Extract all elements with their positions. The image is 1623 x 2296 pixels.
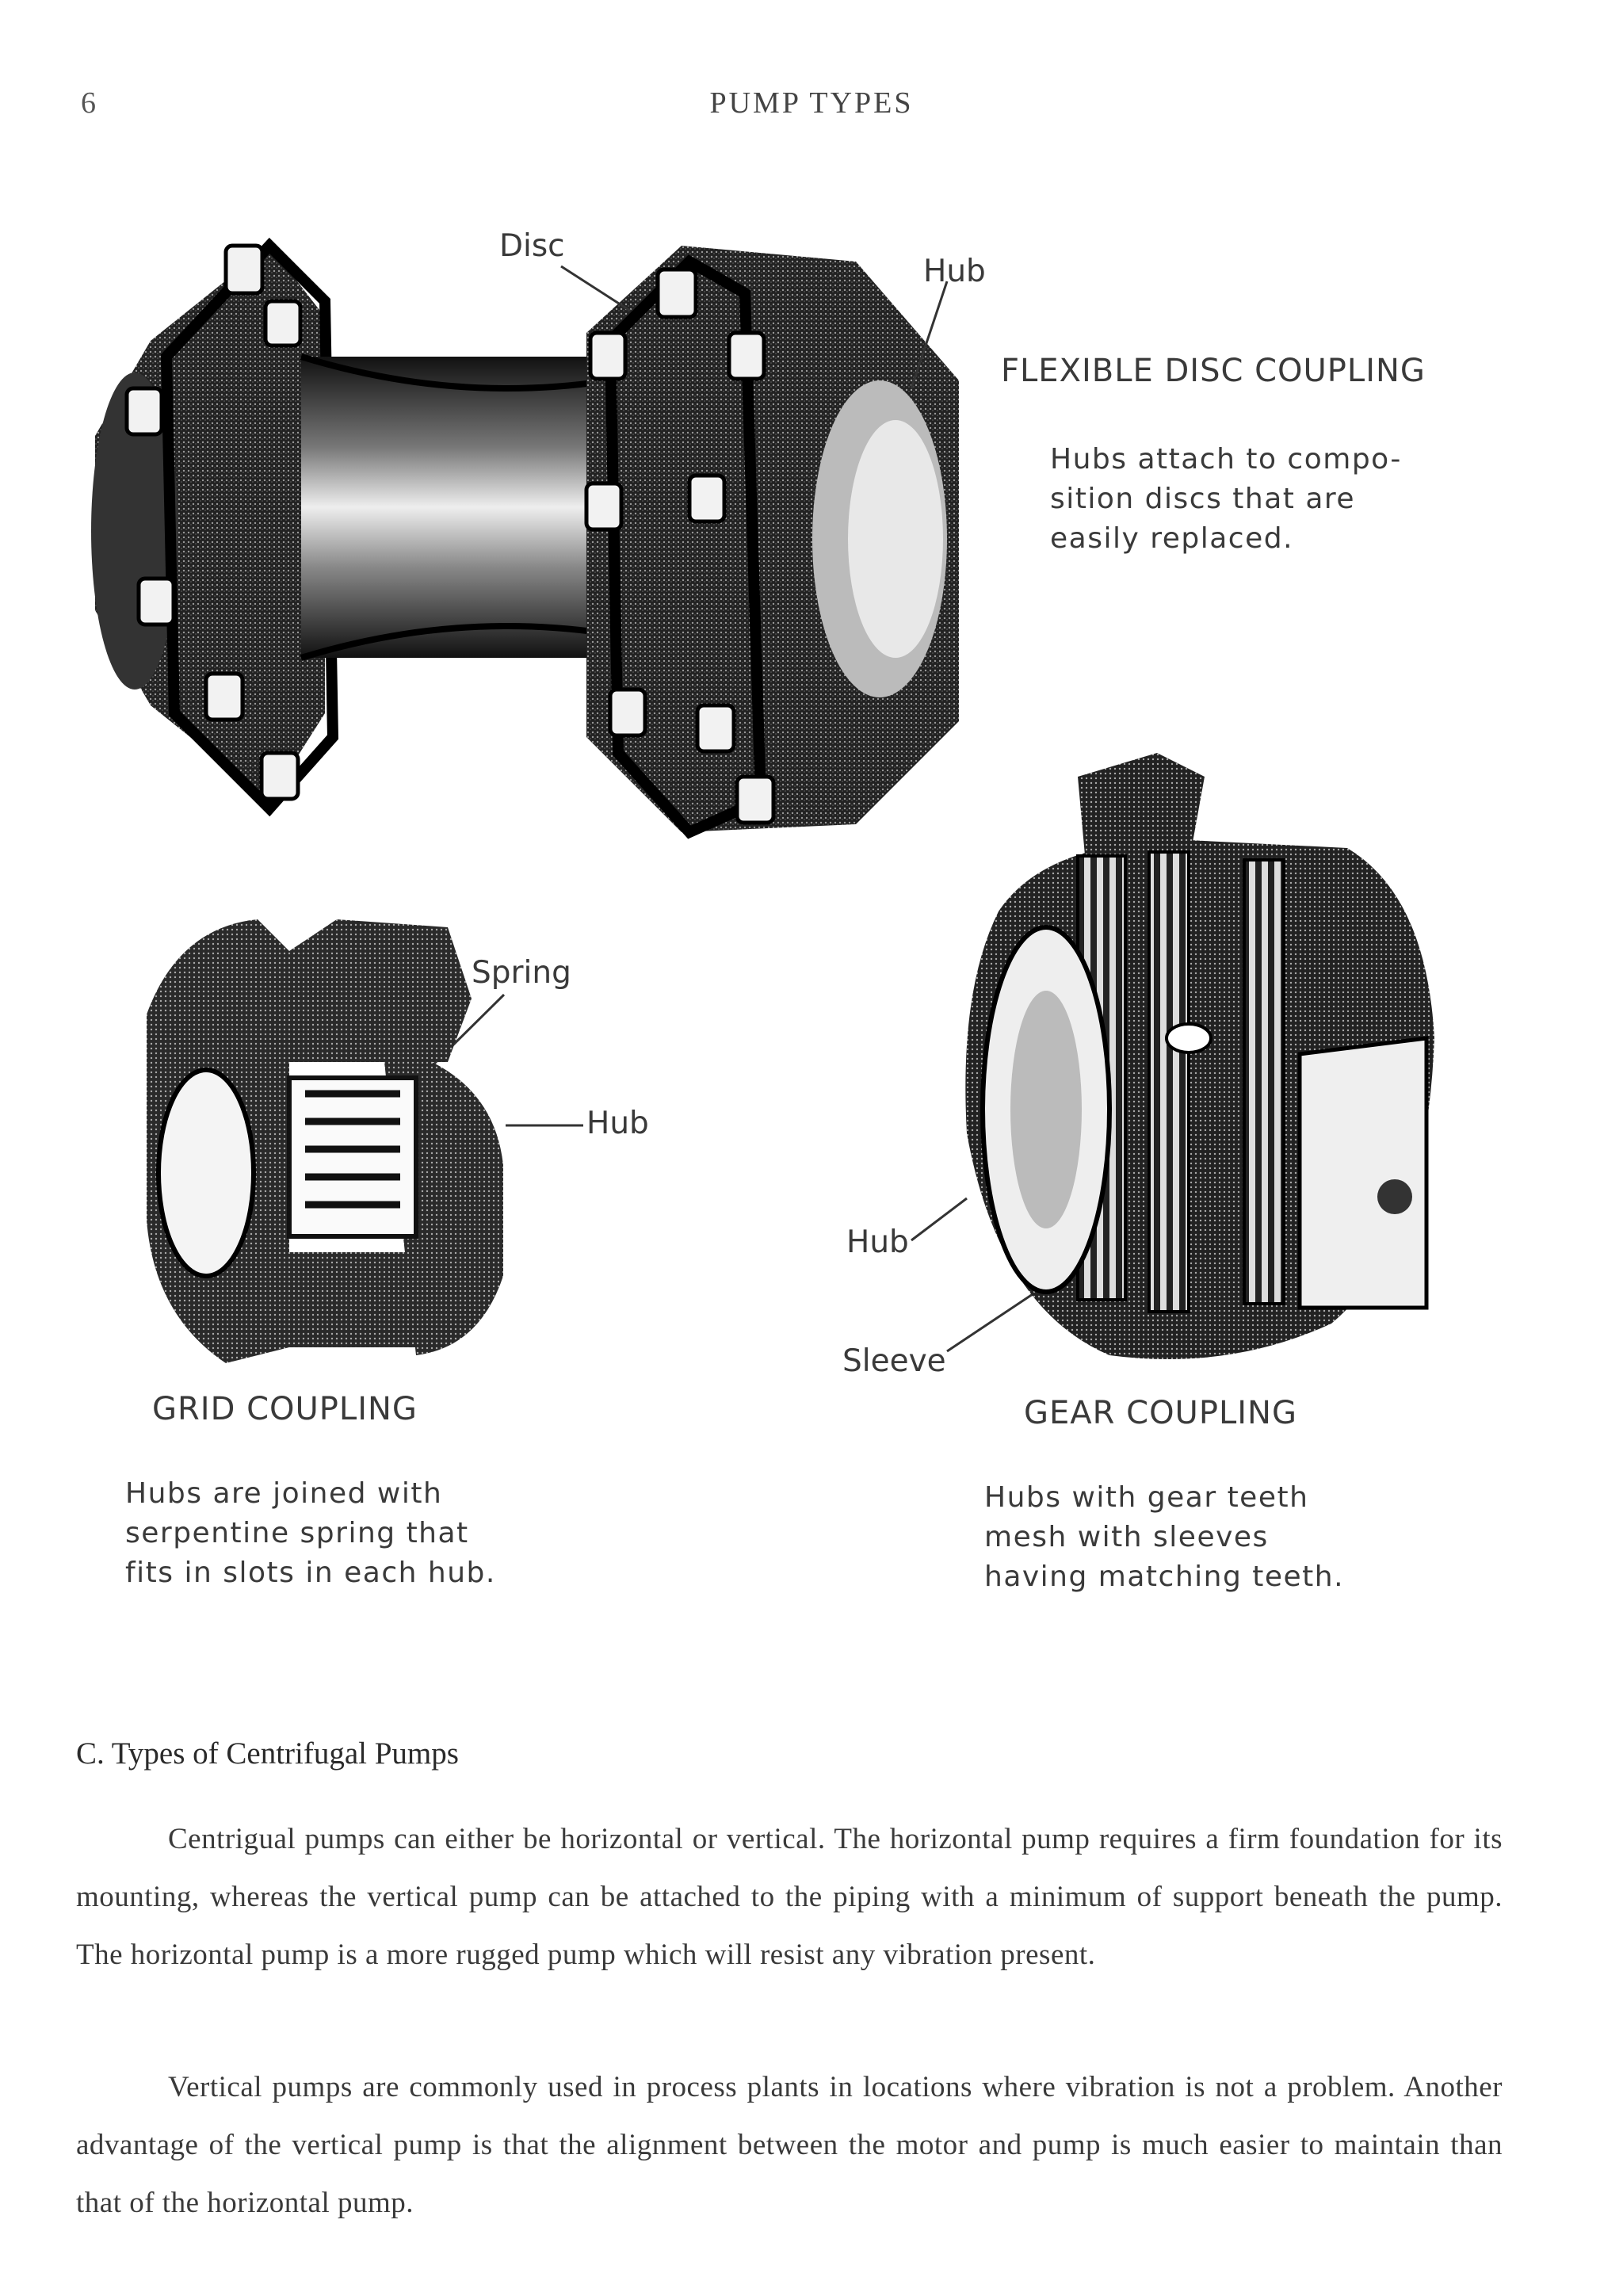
section-heading: C. Types of Centrifugal Pumps — [76, 1736, 459, 1771]
gear-coupling-description: Hubs with gear teeth mesh with sleeves h… — [984, 1481, 1345, 1593]
grid-coupling-illustration — [131, 904, 527, 1363]
disc-coupling-title: FLEXIBLE DISC COUPLING — [1001, 353, 1426, 389]
callout-grid-hub: Hub — [586, 1106, 649, 1141]
callout-sleeve: Sleeve — [842, 1343, 946, 1379]
gear-coupling-title: GEAR COUPLING — [1024, 1395, 1297, 1431]
callout-disc-hub: Hub — [923, 254, 986, 289]
callout-spring: Spring — [472, 955, 571, 991]
callout-disc: Disc — [499, 228, 565, 264]
grid-coupling-description: Hubs are joined with serpentine spring t… — [125, 1477, 496, 1589]
disc-coupling-description: Hubs attach to compo- sition discs that … — [1050, 443, 1402, 555]
paragraph-2: Vertical pumps are commonly used in proc… — [76, 2071, 1503, 2219]
paragraph-1: Centrigual pumps can either be horizonta… — [76, 1823, 1503, 1971]
flexible-disc-coupling-illustration — [63, 198, 999, 872]
grid-coupling-title: GRID COUPLING — [152, 1391, 418, 1427]
running-title: PUMP TYPES — [709, 86, 914, 120]
gear-coupling-illustration — [951, 753, 1450, 1371]
page-number: 6 — [81, 86, 96, 120]
callout-gear-hub: Hub — [846, 1224, 909, 1260]
